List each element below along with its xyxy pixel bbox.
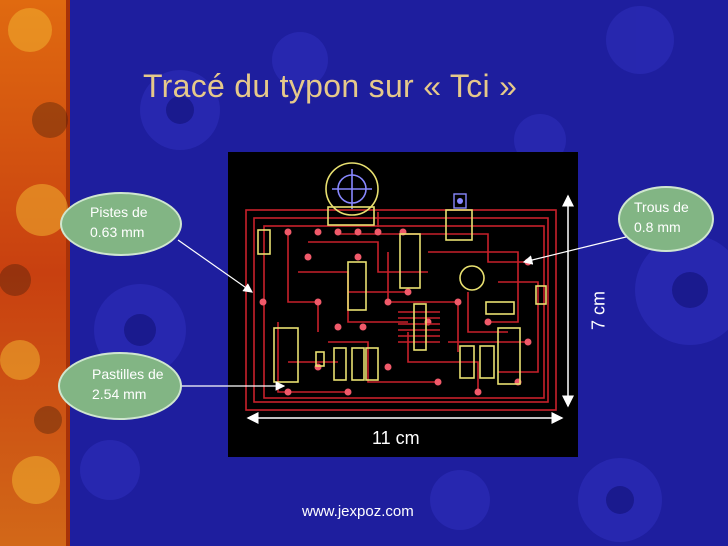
pads-callout-line1: Pastilles de <box>92 366 164 382</box>
board-width-label: 11 cm <box>372 428 420 448</box>
pcb-layout-image <box>228 152 578 457</box>
holes-callout-line1: Trous de <box>634 199 689 215</box>
tracks-callout: Pistes de 0.63 mm <box>60 192 182 256</box>
pads-callout-line2: 2.54 mm <box>92 386 147 402</box>
holes-callout-line2: 0.8 mm <box>634 219 681 235</box>
footer-website: www.jexpoz.com <box>302 503 414 520</box>
board-height-label: 7 cm <box>588 291 609 331</box>
tracks-callout-line1: Pistes de <box>90 204 148 220</box>
pcb-artwork <box>245 162 557 411</box>
holes-callout: Trous de 0.8 mm <box>618 186 714 252</box>
pads-callout: Pastilles de 2.54 mm <box>58 352 182 420</box>
tracks-callout-line2: 0.63 mm <box>90 224 145 240</box>
slide-title: Tracé du typon sur « Tci » <box>143 68 518 104</box>
